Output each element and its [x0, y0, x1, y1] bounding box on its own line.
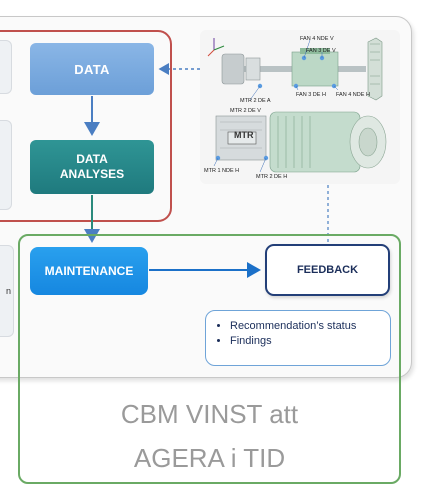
label-fan3-de-v: FAN 3 DE V: [306, 48, 336, 54]
maintenance-box: MAINTENANCE: [30, 247, 148, 295]
label-mtr: MTR: [234, 130, 254, 140]
label-fan3-de-h: FAN 3 DE H: [296, 92, 326, 98]
feedback-box: FEEDBACK: [265, 244, 390, 296]
data-section-frame: [0, 30, 172, 222]
machine-schematic: FAN 4 NDE V FAN 3 DE V FAN 3 DE H FAN 4 …: [200, 30, 400, 184]
cbm-caption: CBM VINST att AGERA i TID: [18, 392, 401, 480]
label-mtr1-nde-h: MTR 1 NDE H: [204, 168, 240, 174]
analyses-label-line2: ANALYSES: [59, 167, 125, 181]
caption-line2: AGERA i TID: [133, 443, 286, 473]
label-fan4-nde-v: FAN 4 NDE V: [300, 36, 334, 42]
machine-drawing: [207, 37, 387, 173]
label-mtr2-de-a: MTR 2 DE A: [240, 98, 271, 104]
analyses-label-line1: DATA: [76, 152, 108, 166]
left-stub-box: [0, 40, 12, 94]
data-box: DATA: [30, 43, 154, 95]
feedback-label: FEEDBACK: [296, 264, 359, 276]
feedback-notes-box: Recommendation’s status Findings: [205, 310, 391, 366]
label-fan4-nde-h: FAN 4 NDE H: [336, 92, 370, 98]
left-stub-box: [0, 120, 12, 210]
label-mtr2-de-h: MTR 2 DE H: [256, 174, 288, 180]
data-label: DATA: [74, 61, 110, 77]
left-stub-box: [0, 245, 14, 337]
label-mtr2-de-v: MTR 2 DE V: [230, 108, 261, 114]
note-item: Findings: [230, 334, 380, 349]
note-item: Recommendation’s status: [230, 319, 380, 334]
caption-line1: CBM VINST att: [120, 399, 299, 429]
maintenance-label: MAINTENANCE: [44, 264, 134, 278]
left-stub-text: n: [6, 286, 12, 296]
data-analyses-box: DATA ANALYSES: [30, 140, 154, 194]
cbm-frame: [18, 234, 401, 484]
